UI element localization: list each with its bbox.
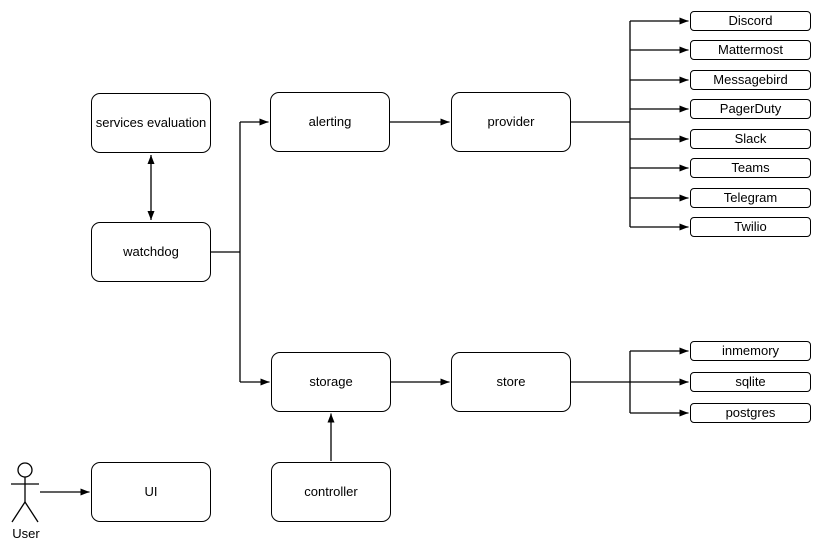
node-provider-pagerduty: PagerDuty: [690, 99, 811, 119]
node-provider-telegram: Telegram: [690, 188, 811, 208]
node-provider: provider: [451, 92, 571, 152]
node-provider-messagebird: Messagebird: [690, 70, 811, 90]
user-actor-icon: [11, 462, 39, 523]
node-store-postgres: postgres: [690, 403, 811, 423]
node-alerting: alerting: [270, 92, 390, 152]
user-actor-label: User: [12, 526, 40, 541]
node-services-evaluation: services evaluation: [91, 93, 211, 153]
node-provider-slack: Slack: [690, 129, 811, 149]
node-store-sqlite: sqlite: [690, 372, 811, 392]
node-ui: UI: [91, 462, 211, 522]
node-controller: controller: [271, 462, 391, 522]
node-watchdog: watchdog: [91, 222, 211, 282]
node-store: store: [451, 352, 571, 412]
node-storage: storage: [271, 352, 391, 412]
node-provider-mattermost: Mattermost: [690, 40, 811, 60]
node-provider-discord: Discord: [690, 11, 811, 31]
node-store-inmemory: inmemory: [690, 341, 811, 361]
node-provider-twilio: Twilio: [690, 217, 811, 237]
node-provider-teams: Teams: [690, 158, 811, 178]
